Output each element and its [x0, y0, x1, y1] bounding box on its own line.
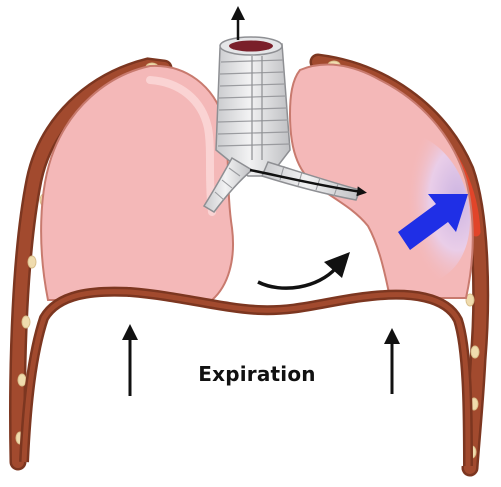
diagram-caption: Expiration	[172, 362, 342, 386]
curved-arrow-icon	[258, 268, 336, 288]
arrow-up-icon	[231, 6, 245, 40]
